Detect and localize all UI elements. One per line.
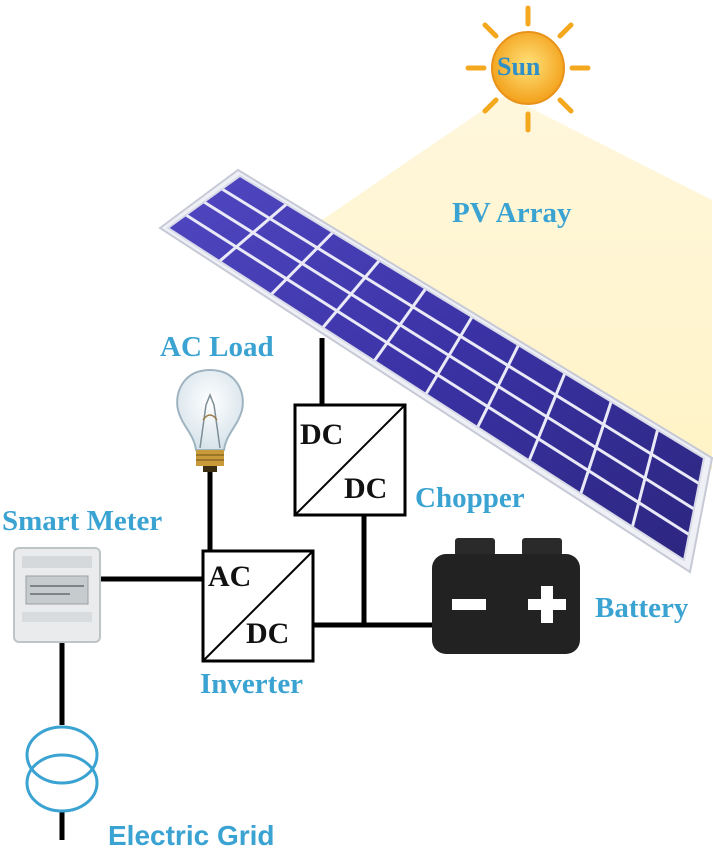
- inverter-dc-label: DC: [246, 617, 290, 650]
- sun-icon: [465, 5, 591, 133]
- chopper-box: [293, 403, 407, 517]
- battery-label: Battery: [595, 592, 689, 624]
- chopper-output-label: DC: [344, 472, 388, 505]
- inverter-box: [201, 549, 315, 663]
- sun-label: Sun: [497, 52, 541, 81]
- sun-ray-beam: [300, 95, 712, 470]
- smart-meter-label: Smart Meter: [2, 505, 163, 537]
- panel-cell-divider: [221, 187, 700, 485]
- panel-cell-divider: [185, 213, 690, 536]
- chopper-label: Chopper: [415, 482, 525, 514]
- inverter-label: Inverter: [200, 668, 304, 700]
- ac-load-label: AC Load: [160, 331, 274, 363]
- pv-array-label: PV Array: [452, 197, 572, 229]
- smart-meter-icon: [13, 547, 101, 643]
- electric-grid-icon: [25, 725, 99, 813]
- light-bulb-icon: [176, 368, 244, 472]
- battery-icon: [432, 538, 580, 654]
- inverter-ac-label: AC: [208, 560, 252, 593]
- wiring: [59, 338, 437, 840]
- chopper-input-label: DC: [300, 418, 344, 451]
- electric-grid-label: Electric Grid: [108, 820, 275, 851]
- pv-array-panel: [158, 168, 713, 574]
- panel-cell-divider: [203, 200, 695, 511]
